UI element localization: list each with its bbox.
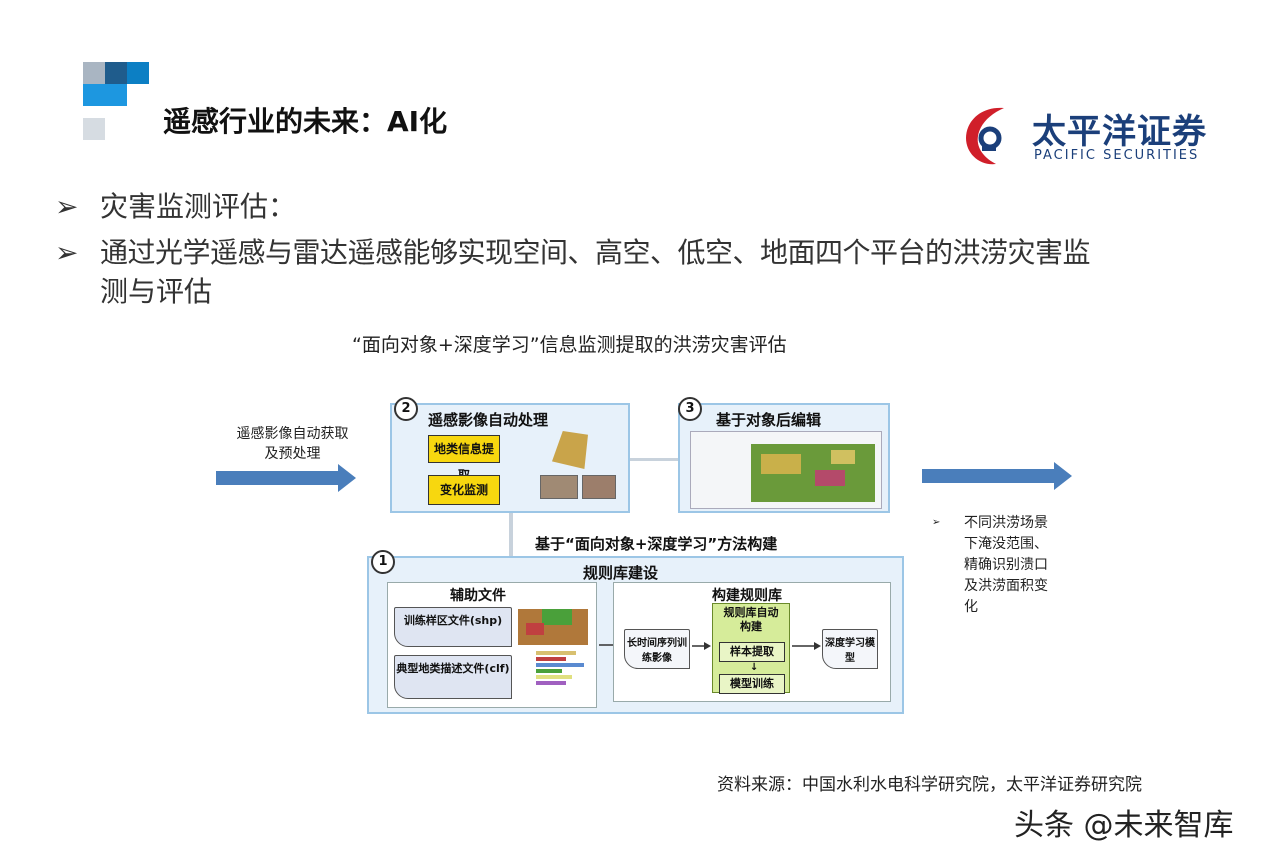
classification-map-thumbnail bbox=[552, 431, 588, 469]
step-down-arrow: ↓ bbox=[750, 662, 759, 673]
panel-rule-library: 1 规则库建设 辅助文件 训练样区文件(shp) 典型地类描述文件(clf) 构… bbox=[367, 550, 904, 714]
bullet-text: 灾害监测评估： bbox=[100, 190, 297, 223]
output-result: ➢ 不同洪涝场景下淹没范围、精确识别溃口及洪涝面积变化 bbox=[932, 512, 1050, 618]
output-text: 不同洪涝场景下淹没范围、精确识别溃口及洪涝面积变化 bbox=[964, 515, 1048, 615]
panel-connector bbox=[630, 458, 678, 461]
output-arrow-mark: ➢ bbox=[932, 517, 941, 528]
build-rule-library-box: 构建规则库 长时间序列训练影像 规则库自动构建 样本提取 ↓ 模型训练 深度学习… bbox=[613, 582, 891, 702]
editing-software-screenshot bbox=[690, 431, 882, 509]
logo-english: PACIFIC SECURITIES bbox=[1034, 148, 1200, 163]
company-logo: 太平洋证券 PACIFIC SECURITIES bbox=[960, 100, 1250, 170]
source-note: 资料来源：中国水利水电科学研究院，太平洋证券研究院 bbox=[717, 775, 1142, 795]
deep-learning-model-doc: 深度学习模型 bbox=[822, 629, 878, 669]
auto-to-model-arrow bbox=[792, 642, 821, 650]
change-image-thumbnail-2 bbox=[582, 475, 616, 499]
bullet-text: 通过光学遥感与雷达遥感能够实现空间、高空、低空、地面四个平台的洪涝灾害监 bbox=[100, 236, 1091, 269]
input-to-auto-arrow bbox=[692, 642, 711, 650]
panel-title: 基于对象后编辑 bbox=[716, 411, 822, 429]
watermark: 头条 @未来智库 bbox=[1014, 808, 1234, 843]
input-label: 遥感影像自动获取 及预处理 bbox=[236, 426, 349, 462]
slide-title: 遥感行业的未来：AI化 bbox=[163, 105, 448, 138]
bullet-arrow-icon: ➢ bbox=[55, 236, 79, 269]
pacific-logo-icon bbox=[966, 107, 1004, 165]
step-number-1: 1 bbox=[371, 550, 395, 574]
model-training-step: 模型训练 bbox=[719, 674, 785, 694]
diagram-caption: “面向对象+深度学习”信息监测提取的洪涝灾害评估 bbox=[352, 334, 787, 356]
auto-build-box: 规则库自动构建 样本提取 ↓ 模型训练 bbox=[712, 603, 790, 694]
panel-title: 遥感影像自动处理 bbox=[428, 411, 549, 429]
vertical-connector bbox=[509, 513, 513, 558]
landclass-extraction-box: 地类信息提取 bbox=[428, 435, 500, 482]
logo-chinese: 太平洋证券 bbox=[1032, 112, 1207, 152]
panel-auto-processing: 2 遥感影像自动处理 地类信息提取 变化监测 bbox=[390, 397, 630, 513]
step-number-2: 2 bbox=[394, 397, 418, 421]
panel-title: 规则库建设 bbox=[583, 564, 659, 582]
panel-object-editing: 3 基于对象后编辑 bbox=[678, 397, 890, 513]
step-number-3: 3 bbox=[678, 397, 702, 421]
map-legend bbox=[536, 649, 592, 703]
training-sample-doc: 训练样区文件(shp) bbox=[394, 607, 512, 647]
bullet-2: ➢ 通过光学遥感与雷达遥感能够实现空间、高空、低空、地面四个平台的洪涝灾害监 bbox=[55, 234, 1091, 272]
sample-extraction-step: 样本提取 bbox=[719, 642, 785, 662]
bullet-arrow-icon: ➢ bbox=[55, 190, 79, 223]
bullet-2-continuation: 测与评估 bbox=[100, 275, 213, 308]
landclass-description-doc: 典型地类描述文件(clf) bbox=[394, 655, 512, 699]
bullet-1: ➢ 灾害监测评估： bbox=[55, 188, 296, 226]
aux-title: 辅助文件 bbox=[450, 588, 506, 604]
auxiliary-files-box: 辅助文件 训练样区文件(shp) 典型地类描述文件(clf) bbox=[387, 582, 597, 708]
connector-label: 基于“面向对象+深度学习”方法构建 bbox=[535, 535, 778, 553]
rule-title: 构建规则库 bbox=[712, 588, 782, 604]
auto-build-label: 规则库自动构建 bbox=[723, 606, 779, 633]
sample-map-thumbnail bbox=[518, 609, 588, 645]
change-image-thumbnail-1 bbox=[540, 475, 578, 499]
change-detection-box: 变化监测 bbox=[428, 475, 500, 505]
time-series-image-doc: 长时间序列训练影像 bbox=[624, 629, 690, 669]
